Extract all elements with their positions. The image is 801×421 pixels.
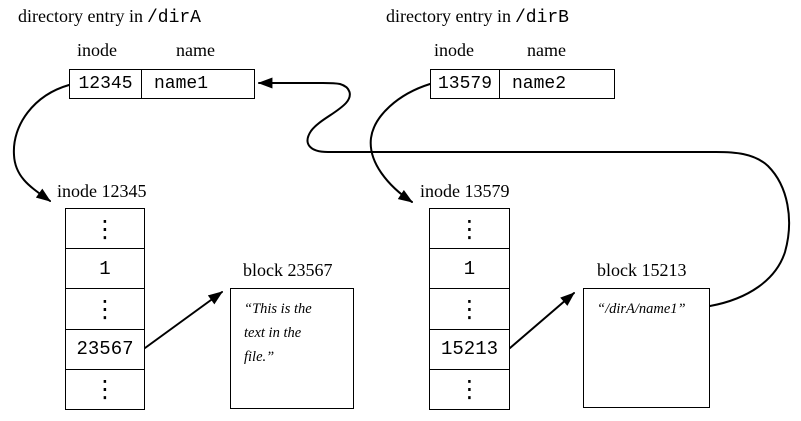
inode-12345-row-blockptr: 23567 xyxy=(66,328,144,369)
dirA-header-name: name xyxy=(176,40,215,60)
inode-12345-row-ellipsis-2: ⋮ xyxy=(66,288,144,328)
inode-13579-row-linkcount: 1 xyxy=(430,248,509,288)
inode-13579-row-ellipsis-2: ⋮ xyxy=(430,288,509,328)
inode-12345-row-linkcount: 1 xyxy=(66,248,144,288)
dirA-header-inode: inode xyxy=(77,40,117,60)
inode-12345-label: inode 12345 xyxy=(57,181,147,201)
dirB-name-cell: name2 xyxy=(499,70,614,98)
dirB-title: directory entry in/dirB xyxy=(386,7,569,27)
dirB-header-inode: inode xyxy=(434,40,474,60)
arrow-inode-12345-to-block-23567 xyxy=(144,291,223,349)
block-15213-label: block 15213 xyxy=(597,260,687,280)
arrow-inode-13579-to-block-15213 xyxy=(509,292,575,349)
inode-13579-row-ellipsis-3: ⋮ xyxy=(430,368,509,409)
dirB-title-text: directory entry in xyxy=(386,6,511,26)
block-23567-text-line: “This is the xyxy=(244,301,312,317)
block-23567-box: “This is the text in the file.” xyxy=(230,288,354,409)
dirA-title-text: directory entry in xyxy=(18,6,143,26)
block-23567-label: block 23567 xyxy=(243,260,333,280)
inode-13579-label: inode 13579 xyxy=(420,181,510,201)
dirA-title: directory entry in/dirA xyxy=(18,7,201,27)
dirA-name-cell: name1 xyxy=(141,70,254,98)
block-23567-text-line: text in the xyxy=(244,325,302,341)
inode-12345-row-ellipsis-3: ⋮ xyxy=(66,368,144,409)
dirA-title-path: /dirA xyxy=(146,8,201,28)
dirA-inode-cell: 12345 xyxy=(78,74,133,94)
inode-13579-row-ellipsis-1: ⋮ xyxy=(457,214,482,243)
dirB-header-name: name xyxy=(527,40,566,60)
dirA-entry-table: 12345 name1 xyxy=(69,69,255,99)
dirB-title-path: /dirB xyxy=(514,8,569,28)
block-23567-text-line: file.” xyxy=(244,349,275,365)
dirB-inode-cell: 13579 xyxy=(437,74,492,94)
inode-12345-table: ⋮ 1 ⋮ 23567 ⋮ xyxy=(65,208,145,410)
arrow-block-15213-to-dirA-name1-symlink xyxy=(257,77,791,307)
block-15213-text: “/dirA/name1” xyxy=(597,301,686,317)
dirB-entry-table: 13579 name2 xyxy=(430,69,615,99)
block-15213-box: “/dirA/name1” xyxy=(583,288,710,408)
inode-13579-table: ⋮ 1 ⋮ 15213 ⋮ xyxy=(429,208,510,410)
inode-12345-row-ellipsis-1: ⋮ xyxy=(93,214,117,243)
inode-13579-row-blockptr: 15213 xyxy=(430,328,509,369)
